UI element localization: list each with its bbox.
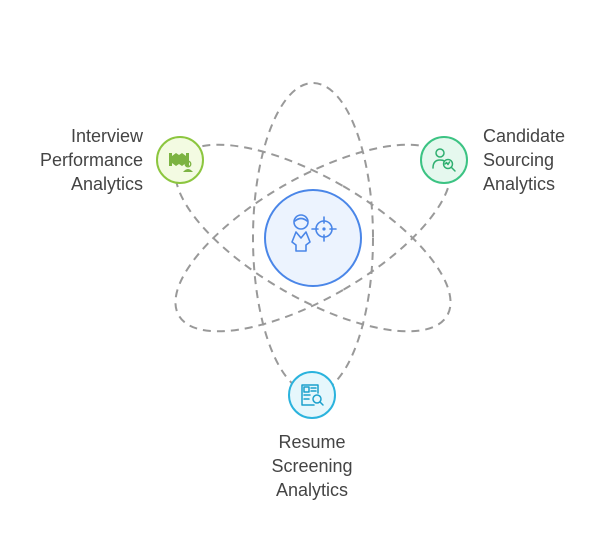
sourcing-node[interactable] bbox=[420, 136, 468, 184]
interview-label-line-3: Analytics bbox=[70, 174, 143, 194]
resume-label-line-3: Analytics bbox=[275, 480, 349, 500]
sourcing-label-line-3: Analytics bbox=[483, 174, 556, 194]
sourcing-label-line-1: Candidate bbox=[483, 126, 566, 146]
orbit-tilted-left bbox=[174, 143, 452, 333]
orbits bbox=[174, 82, 452, 394]
resume-search-icon bbox=[301, 384, 324, 406]
center-node[interactable] bbox=[264, 189, 362, 287]
resume-label-line-1: Resume bbox=[278, 432, 346, 452]
interview-label-line-1: Interview bbox=[70, 126, 143, 146]
person-target-icon bbox=[291, 214, 337, 252]
interview-panel-icon bbox=[169, 153, 193, 172]
resume-label-line-2: Screening bbox=[271, 456, 353, 476]
sourcing-label: Candidate Sourcing Analytics bbox=[483, 124, 603, 196]
resume-node[interactable] bbox=[288, 371, 336, 419]
interview-label: Interview Performance Analytics bbox=[20, 124, 143, 196]
interview-node[interactable] bbox=[156, 136, 204, 184]
orbit-tilted-right bbox=[174, 143, 452, 333]
sourcing-label-line-2: Sourcing bbox=[483, 150, 555, 170]
resume-label: Resume Screening Analytics bbox=[232, 430, 392, 502]
orbit-vertical bbox=[252, 82, 374, 394]
interview-label-line-2: Performance bbox=[39, 150, 143, 170]
user-search-chart-icon bbox=[432, 148, 456, 172]
